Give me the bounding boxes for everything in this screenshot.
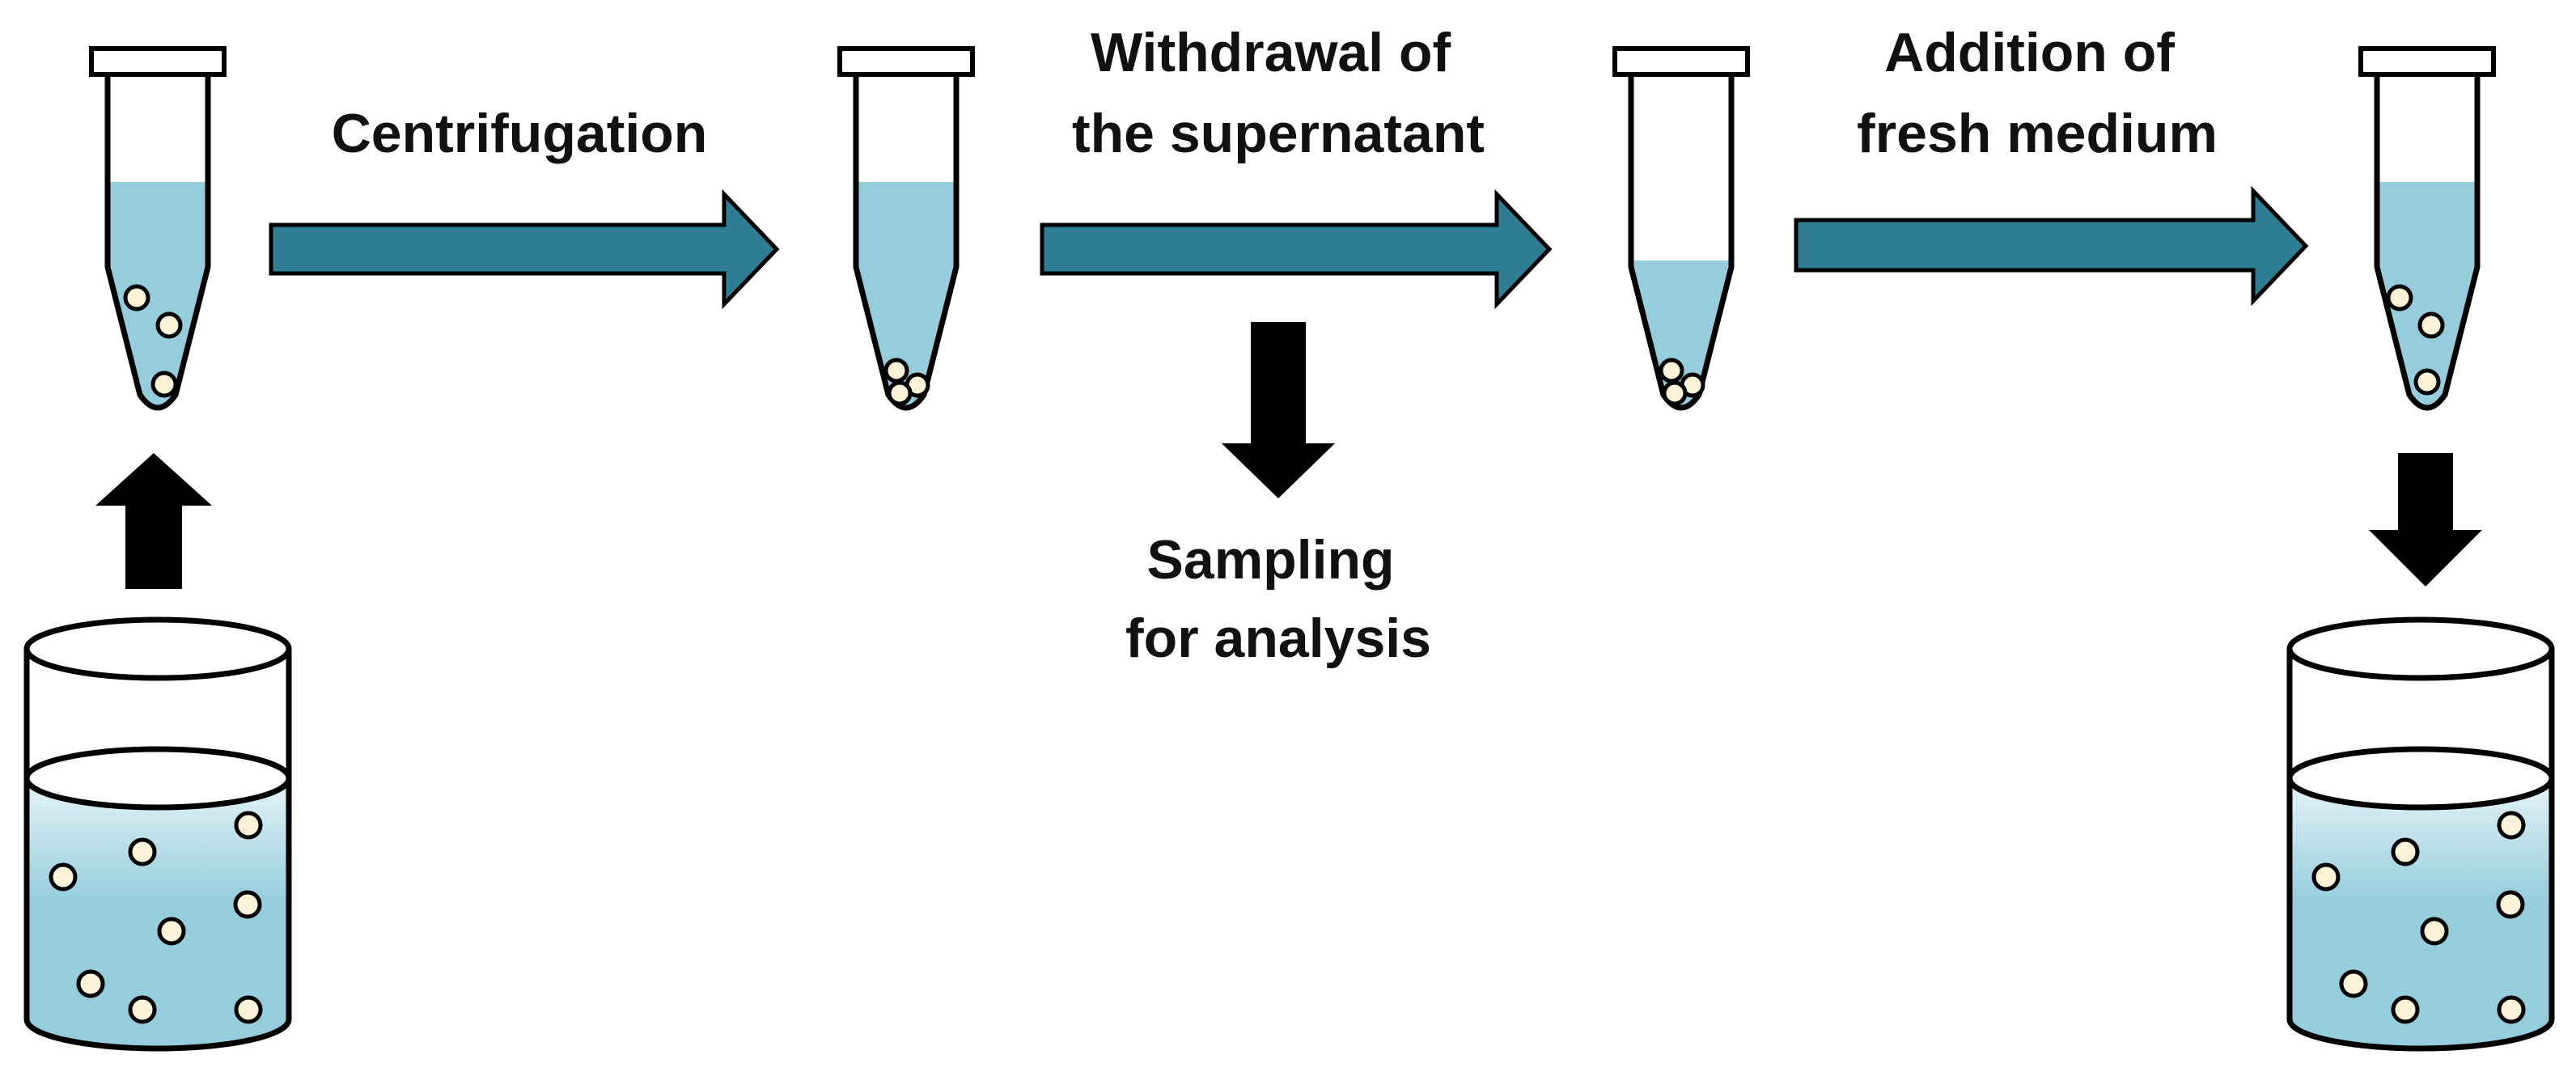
tube-initial bbox=[89, 46, 227, 411]
beaker-icon bbox=[23, 616, 292, 1052]
arrow-withdrawal bbox=[1040, 189, 1553, 310]
label-withdrawal-line2: the supernatant bbox=[1072, 103, 1485, 164]
arrow-up-to-tube bbox=[95, 453, 212, 589]
tube-centrifuged bbox=[837, 46, 975, 411]
label-sampling: Sampling for analysis bbox=[1125, 529, 1431, 669]
label-centrifugation: Centrifugation bbox=[332, 103, 708, 164]
cell-bead-icon bbox=[2311, 811, 2526, 1024]
label-addition: Addition of fresh medium bbox=[1857, 22, 2218, 164]
label-withdrawal: Withdrawal of the supernatant bbox=[1072, 22, 1485, 164]
cell-bead-icon bbox=[2386, 284, 2445, 396]
beaker-final bbox=[2286, 616, 2555, 1052]
cell-bead-icon bbox=[1659, 358, 1705, 406]
label-withdrawal-line1: Withdrawal of bbox=[1091, 22, 1451, 83]
microcentrifuge-tube-icon bbox=[1612, 46, 1750, 411]
arrow-centrifugation bbox=[269, 189, 780, 310]
label-addition-line1: Addition of bbox=[1884, 22, 2175, 83]
label-centrifugation-line1: Centrifugation bbox=[332, 103, 708, 164]
tube-refilled bbox=[2358, 46, 2496, 411]
arrow-down-sampling bbox=[1222, 322, 1335, 498]
microcentrifuge-tube-icon bbox=[837, 46, 975, 411]
cell-bead-icon bbox=[123, 284, 183, 398]
arrow-down-to-beaker bbox=[2369, 453, 2482, 587]
tube-withdrawn bbox=[1612, 46, 1750, 411]
label-addition-line2: fresh medium bbox=[1857, 103, 2218, 164]
label-sampling-line1: Sampling bbox=[1147, 529, 1395, 591]
microcentrifuge-tube-icon bbox=[2358, 46, 2496, 411]
cell-bead-icon bbox=[49, 811, 263, 1024]
beaker-initial bbox=[23, 616, 292, 1052]
microcentrifuge-tube-icon bbox=[89, 46, 227, 411]
beaker-icon bbox=[2286, 616, 2555, 1052]
arrow-addition bbox=[1794, 185, 2309, 307]
label-sampling-line2: for analysis bbox=[1125, 608, 1431, 669]
cell-bead-icon bbox=[883, 358, 930, 406]
